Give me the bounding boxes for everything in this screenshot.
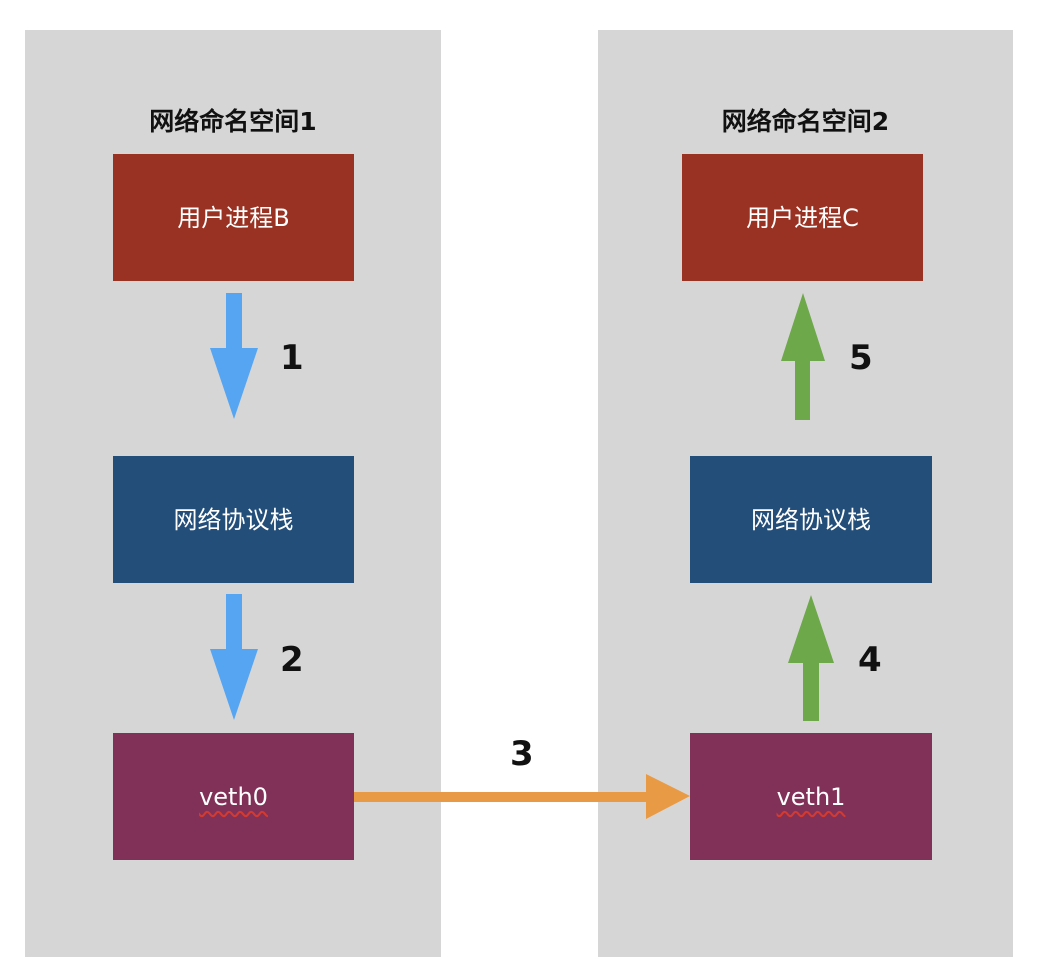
arrow-step-5-shape [781, 293, 825, 420]
step-5-label: 5 [849, 338, 873, 378]
process-c-box: 用户进程C [682, 154, 923, 281]
network-stack-1-box: 网络协议栈 [113, 456, 354, 583]
veth0-box: veth0 [113, 733, 354, 860]
veth1-label: veth1 [776, 782, 846, 811]
namespace-2-title: 网络命名空间2 [721, 107, 890, 136]
veth0-label: veth0 [199, 782, 268, 811]
step-3-label: 3 [510, 734, 534, 774]
arrow-step-2-shape [210, 594, 258, 720]
step-1-label: 1 [280, 338, 304, 378]
arrow-step-5-up [781, 293, 825, 420]
arrow-step-1-down [210, 293, 258, 419]
namespace-1-title: 网络命名空间1 [149, 107, 317, 136]
network-stack-2-label: 网络协议栈 [751, 505, 871, 534]
step-2-label: 2 [280, 640, 304, 680]
process-b-box: 用户进程B [113, 154, 354, 281]
network-stack-1-label: 网络协议栈 [173, 505, 294, 534]
arrow-step-3-right [354, 774, 690, 819]
network-stack-2-box: 网络协议栈 [690, 456, 932, 583]
arrow-step-4-up [788, 595, 834, 721]
process-c-label: 用户进程C [746, 203, 859, 232]
step-4-label: 4 [858, 640, 882, 680]
arrow-step-3-shape [354, 774, 690, 819]
arrow-step-2-down [210, 594, 258, 720]
arrow-step-4-shape [788, 595, 834, 721]
process-b-label: 用户进程B [177, 203, 290, 232]
arrow-step-1-shape [210, 293, 258, 419]
veth1-box: veth1 [690, 733, 932, 860]
